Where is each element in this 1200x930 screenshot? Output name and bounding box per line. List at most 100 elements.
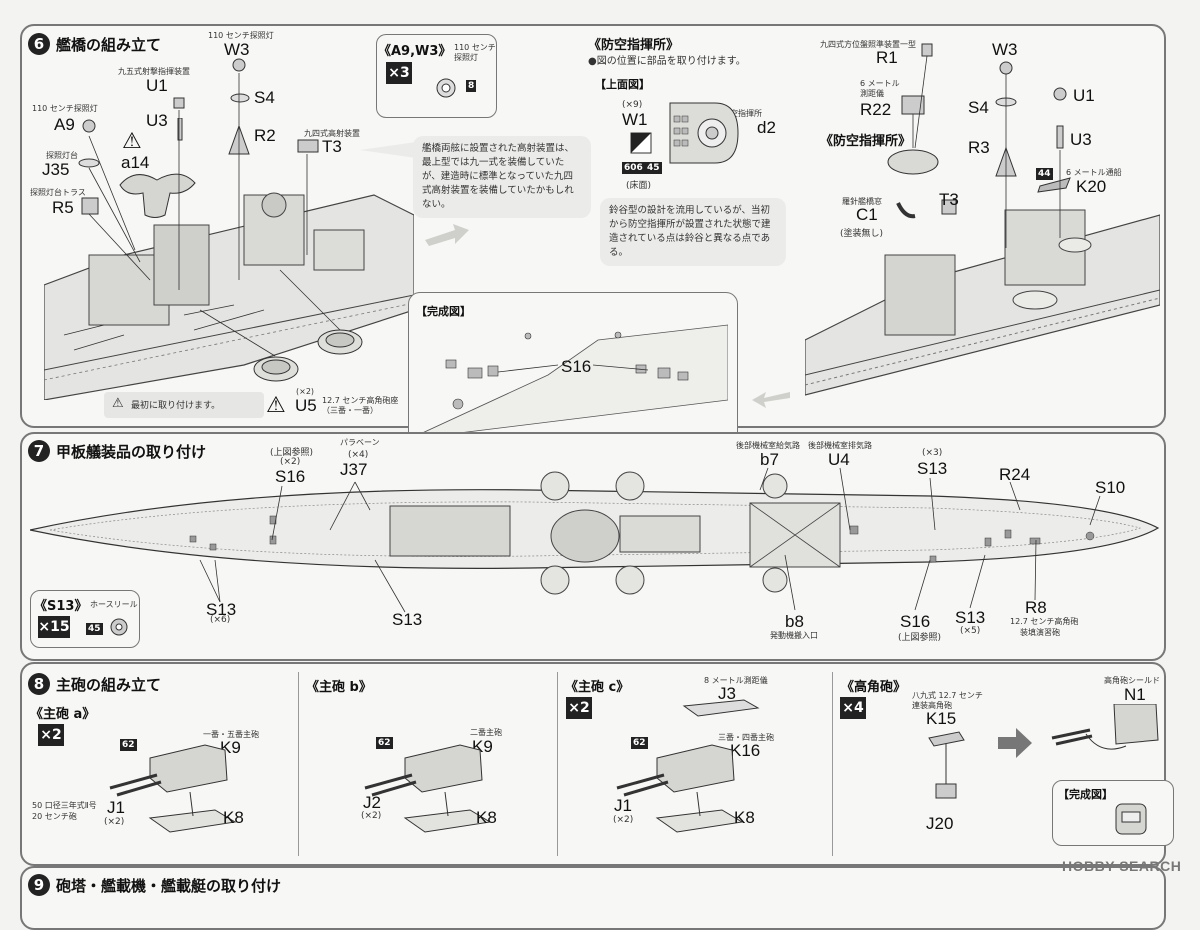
a9-w3-multiplier: ×3 <box>386 62 412 84</box>
s13-label-a: S13 <box>917 459 948 478</box>
turret-b-j2-multiplier: (×2) <box>361 811 382 821</box>
s16-label-b: S16 <box>900 612 931 631</box>
warning-triangle-small-icon: ⚠ <box>112 396 124 411</box>
aa-instruction: ●図の位置に部品を取り付けます。 <box>588 56 746 67</box>
right-floating-parts <box>995 61 1071 248</box>
r1-label: R1 <box>876 48 898 67</box>
a9-w3-callout-note-2: 探照灯 <box>454 53 478 62</box>
w1-multiplier: (×9) <box>622 100 643 110</box>
u4-note: 後部機械室排気路 <box>808 441 872 450</box>
s13-label-d: S13 <box>955 608 986 627</box>
warning-triangle-icon: ⚠ <box>122 128 142 153</box>
turret-a-j1-multiplier: (×2) <box>104 817 125 827</box>
j37-multiplier: (×4) <box>348 450 369 460</box>
s16-ref-note-b: (上図参照) <box>898 633 942 643</box>
step9-title: 砲塔・艦載機・艦載艇の取り付け <box>56 877 282 895</box>
step6-number: 6 <box>28 33 50 55</box>
turret-c-drawing <box>616 744 744 833</box>
aa-title: 《防空指揮所》 <box>588 38 680 53</box>
u5-note-1: 12.7 センチ高角砲座 <box>322 396 399 405</box>
s13-multiplier-6: (×6) <box>210 615 231 625</box>
aa-gun-complete-title: 【完成図】 <box>1058 788 1113 801</box>
r1-note: 九四式方位盤照準装置一型 <box>820 40 916 49</box>
aa-gun-multiplier: ×4 <box>840 697 866 719</box>
first-install-note <box>104 392 264 418</box>
turret-b-k8: K8 <box>476 808 497 827</box>
paint-45: 45 <box>645 162 662 174</box>
turret-a-k8: K8 <box>223 808 244 827</box>
complete-view-drawing <box>418 324 728 438</box>
turret-c-k8: K8 <box>734 808 755 827</box>
s16-multiplier: (×2) <box>280 457 301 467</box>
divider-2 <box>557 672 558 856</box>
turret-a-part: 62 <box>120 739 137 751</box>
hose-reel-icon <box>110 618 128 636</box>
searchlight-part-icon <box>436 78 456 98</box>
a9-w3-callout-title: 《A9,W3》 <box>378 44 452 59</box>
step6-leader-lines <box>88 73 341 357</box>
right-u1-label: U1 <box>1073 86 1095 105</box>
turret-c-j1-multiplier: (×2) <box>613 815 634 825</box>
bubble-pointer <box>360 142 416 158</box>
floor-label: (床面) <box>626 181 652 191</box>
r2-label: R2 <box>254 126 276 145</box>
warning-triangle-icon-u5: ⚠ <box>266 392 286 417</box>
turret-a-k9-note: 一番・五番主砲 <box>203 730 259 739</box>
turret-a-multiplier: ×2 <box>38 724 64 746</box>
complete-view-title: 【完成図】 <box>416 305 471 318</box>
b7-label: b7 <box>760 450 779 469</box>
b8-note: 発動機搬入口 <box>770 631 818 640</box>
floor-paint-icon <box>630 132 652 154</box>
right-r3-label: R3 <box>968 138 990 157</box>
turret-a-title: 《主砲 a》 <box>30 707 96 722</box>
first-install-text: 最初に取り付けます。 <box>131 401 221 411</box>
turret-c-j3: J3 <box>718 684 736 703</box>
aa-assembly-parts <box>887 43 957 219</box>
turret-a-j1: J1 <box>107 798 125 817</box>
divider-1 <box>298 672 299 856</box>
aa-gun-k15-note-2: 連装高角砲 <box>912 701 952 710</box>
right-u3-label: U3 <box>1070 130 1092 149</box>
a9-w3-part-number: 8 <box>466 80 477 92</box>
right-aa-title: 《防空指揮所》 <box>820 134 912 149</box>
gun-mount-base-2 <box>317 329 363 355</box>
s13-label-b: S13 <box>206 600 237 619</box>
step8-title: 主砲の組み立て <box>56 676 162 694</box>
bridge-platform-a14 <box>119 173 196 218</box>
right-t3-label: T3 <box>939 190 959 209</box>
turret-c-k16-note: 三番・四番主砲 <box>718 733 774 742</box>
assembly-arrow-icon <box>998 728 1032 758</box>
s13-callout-multiplier: ×15 <box>38 616 70 638</box>
deck-plan-drawing <box>30 471 1160 595</box>
j35-label: J35 <box>42 160 70 179</box>
a9-w3-callout-note-1: 110 センチ <box>454 43 496 52</box>
turret-b-drawing <box>364 744 492 833</box>
step6-right-ship-drawing <box>805 209 1160 396</box>
divider-3 <box>832 672 833 856</box>
turret-a-j1-note-1: 50 口径三年式Ⅱ号 <box>32 801 97 810</box>
aa-gun-k15-drawing <box>928 731 965 799</box>
s13-callout-note: ホースリール <box>90 600 138 609</box>
step9-number: 9 <box>28 874 50 896</box>
u1-label: U1 <box>146 76 168 95</box>
u5-note-2: （三番・一番） <box>322 406 378 415</box>
a9-note: 110 センチ探照灯 <box>32 104 98 113</box>
step6-title: 艦橋の組み立て <box>56 36 162 54</box>
aa-gun-n1: N1 <box>1124 685 1146 704</box>
s13-label-c: S13 <box>392 610 423 629</box>
c1-note: 羅針艦橋窓 <box>842 197 882 206</box>
k20-label: K20 <box>1076 177 1107 196</box>
hobby-search-watermark: HOBBY SEARCH <box>1062 858 1182 874</box>
u1-note: 九五式射撃指揮装置 <box>118 67 190 76</box>
t3-note: 九四式高射装置 <box>304 129 360 138</box>
r22-label: R22 <box>860 100 892 119</box>
turret-a-j1-note-2: 20 センチ砲 <box>32 812 77 821</box>
part-w3-searchlight <box>232 58 246 72</box>
u3-label: U3 <box>146 111 168 130</box>
s10-label: S10 <box>1095 478 1126 497</box>
turret-c-j1: J1 <box>614 796 632 815</box>
a9-label: A9 <box>54 115 75 134</box>
step7-s16-label: S16 <box>275 467 306 486</box>
aa-top-view: 【上面図】 <box>595 78 650 91</box>
r8-note-1: 12.7 センチ高角砲 <box>1010 617 1079 626</box>
